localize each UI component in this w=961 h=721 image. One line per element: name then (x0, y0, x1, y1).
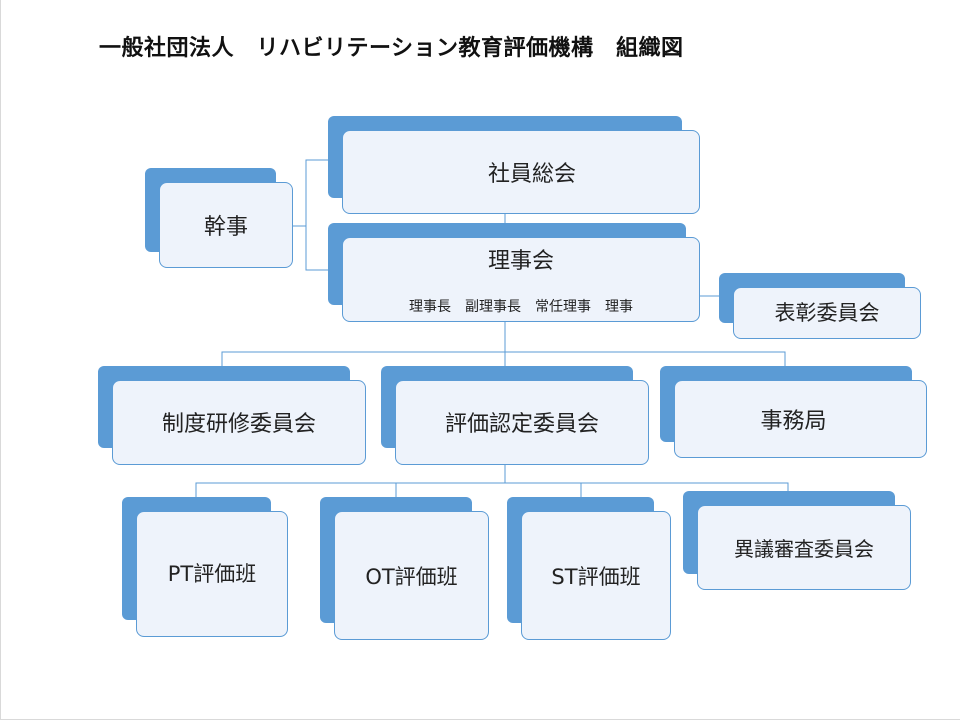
node-training-committee: 制度研修委員会 (98, 366, 366, 465)
node-box (136, 511, 288, 637)
node-label: 幹事 (203, 215, 248, 240)
node-pt-team: PT評価班 (122, 497, 288, 637)
auditor-connector (292, 159, 328, 271)
node-label: PT評価班 (167, 562, 257, 586)
node-box (674, 380, 927, 458)
page-title: 一般社団法人 リハビリテーション教育評価機構 組織図 (99, 36, 684, 61)
node-label: 異議審査委員会 (734, 537, 874, 561)
node-label: 制度研修委員会 (161, 412, 316, 437)
node-st-team: ST評価班 (507, 497, 671, 640)
node-label: 表彰委員会 (774, 301, 880, 325)
node-box (159, 182, 293, 268)
node-label: 事務局 (760, 409, 827, 434)
node-secretariat: 事務局 (660, 366, 927, 458)
node-ot-team: OT評価班 (320, 497, 489, 640)
node-award-committee: 表彰委員会 (719, 273, 921, 339)
node-box (112, 380, 366, 465)
node-label: OT評価班 (365, 565, 458, 589)
node-general-assembly: 社員総会 (328, 116, 700, 214)
node-label: 社員総会 (488, 162, 577, 187)
node-sublabel: 理事長 副理事長 常任理事 理事 (409, 299, 633, 315)
node-objection-committee: 異議審査委員会 (683, 491, 911, 590)
node-box (733, 287, 921, 339)
node-auditor: 幹事 (145, 168, 293, 268)
node-board: 理事会 理事長 副理事長 常任理事 理事 (328, 223, 700, 322)
node-box (334, 511, 489, 640)
node-box (697, 505, 911, 590)
node-evaluation-committee: 評価認定委員会 (381, 366, 649, 465)
node-box (342, 237, 700, 322)
node-box (342, 130, 700, 214)
node-box (395, 380, 649, 465)
board-level2-connector (221, 320, 786, 366)
node-label: ST評価班 (551, 565, 641, 589)
evaluation-teams-connector (195, 464, 789, 497)
node-label: 評価認定委員会 (444, 412, 599, 437)
node-box (521, 511, 671, 640)
node-label: 理事会 (487, 249, 554, 274)
